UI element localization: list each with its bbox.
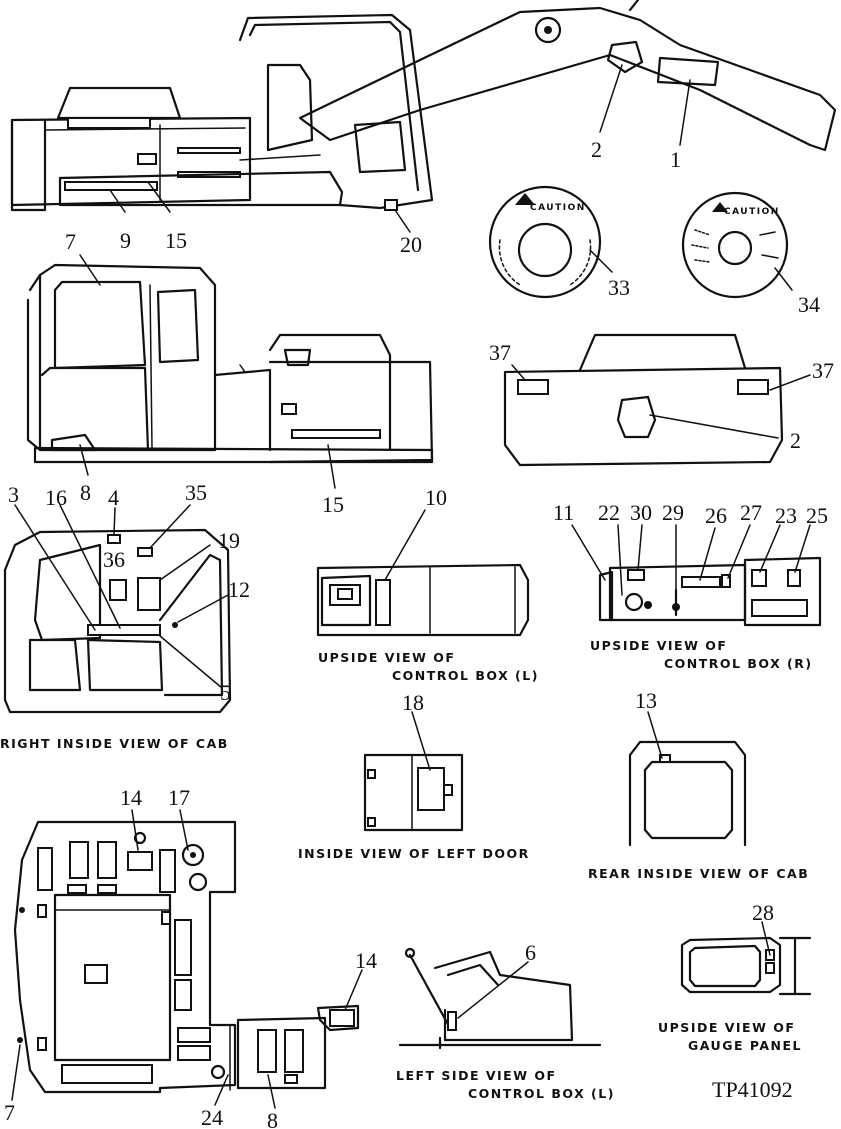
caption-control-box-r-line2: CONTROL BOX (R) [664,656,813,671]
callout-15b: 15 [322,492,344,517]
caption-gauge-panel-line1: UPSIDE VIEW OF [658,1020,795,1035]
callout-26: 26 [705,503,727,528]
caption-control-box-r-line1: UPSIDE VIEW OF [590,638,727,653]
gauge-panel-upside-view [680,936,812,996]
caution-decal-33: CAUTION [488,185,602,299]
caption-left-door: INSIDE VIEW OF LEFT DOOR [298,846,530,861]
callout-4: 4 [108,485,119,510]
caption-rear-inside-cab: REAR INSIDE VIEW OF CAB [588,866,809,881]
callout-37b: 37 [812,358,834,383]
callout-5: 5 [220,680,231,705]
callout-34: 34 [798,292,820,317]
callout-22: 22 [598,500,620,525]
callout-14a: 14 [120,785,142,810]
callout-7: 7 [65,229,76,254]
machine-left-side-view [26,263,434,464]
callout-37a: 37 [489,340,511,365]
callout-3: 3 [8,482,19,507]
callout-14b: 14 [355,948,377,973]
callout-35: 35 [185,480,207,505]
control-box-r-upside-view [598,556,822,627]
control-box-l-left-side-view [398,947,602,1050]
excavator-side-view [10,0,837,212]
callout-19: 19 [218,528,240,553]
left-door-inside-view [363,753,464,832]
svg-text:CAUTION: CAUTION [724,207,780,217]
callout-11: 11 [553,500,574,525]
callout-27: 27 [740,500,762,525]
callout-12: 12 [228,577,250,602]
callout-1: 1 [670,147,681,172]
callout-30: 30 [630,500,652,525]
callout-6: 6 [525,940,536,965]
figure-id: TP41092 [712,1077,793,1102]
callout-20: 20 [400,232,422,257]
right-inside-view-of-cab [3,528,232,714]
callout-25: 25 [806,503,828,528]
callout-29: 29 [662,500,684,525]
control-box-l-upside-view [316,563,530,637]
callout-2: 2 [591,137,602,162]
rear-inside-view-of-cab [628,740,747,847]
callout-13: 13 [635,688,657,713]
callout-8b: 8 [267,1108,278,1129]
caption-left-side-control-box-line1: LEFT SIDE VIEW OF [396,1068,557,1083]
callout-9: 9 [120,228,131,253]
callout-2b: 2 [790,428,801,453]
caption-control-box-l-line1: UPSIDE VIEW OF [318,650,455,665]
callout-23: 23 [775,503,797,528]
rear-panel-view [503,333,784,467]
caption-gauge-panel-line2: GAUGE PANEL [688,1038,802,1053]
callout-15: 15 [165,228,187,253]
caption-left-side-control-box-line2: CONTROL BOX (L) [468,1086,615,1101]
callout-18: 18 [402,690,424,715]
caption-control-box-l-line2: CONTROL BOX (L) [392,668,539,683]
callout-17: 17 [168,785,190,810]
callout-16: 16 [45,485,67,510]
callout-36: 36 [103,547,125,572]
callout-28: 28 [752,900,774,925]
callout-7b: 7 [4,1100,15,1125]
caption-right-inside-view-of-cab: RIGHT INSIDE VIEW OF CAB [0,736,229,751]
callout-33: 33 [608,275,630,300]
caution-decal-34: CAUTION [681,191,789,299]
callout-24: 24 [201,1105,223,1129]
callout-10: 10 [425,485,447,510]
callout-8: 8 [80,480,91,505]
cab-floor-plan-view [13,820,360,1094]
svg-text:CAUTION: CAUTION [530,203,586,213]
